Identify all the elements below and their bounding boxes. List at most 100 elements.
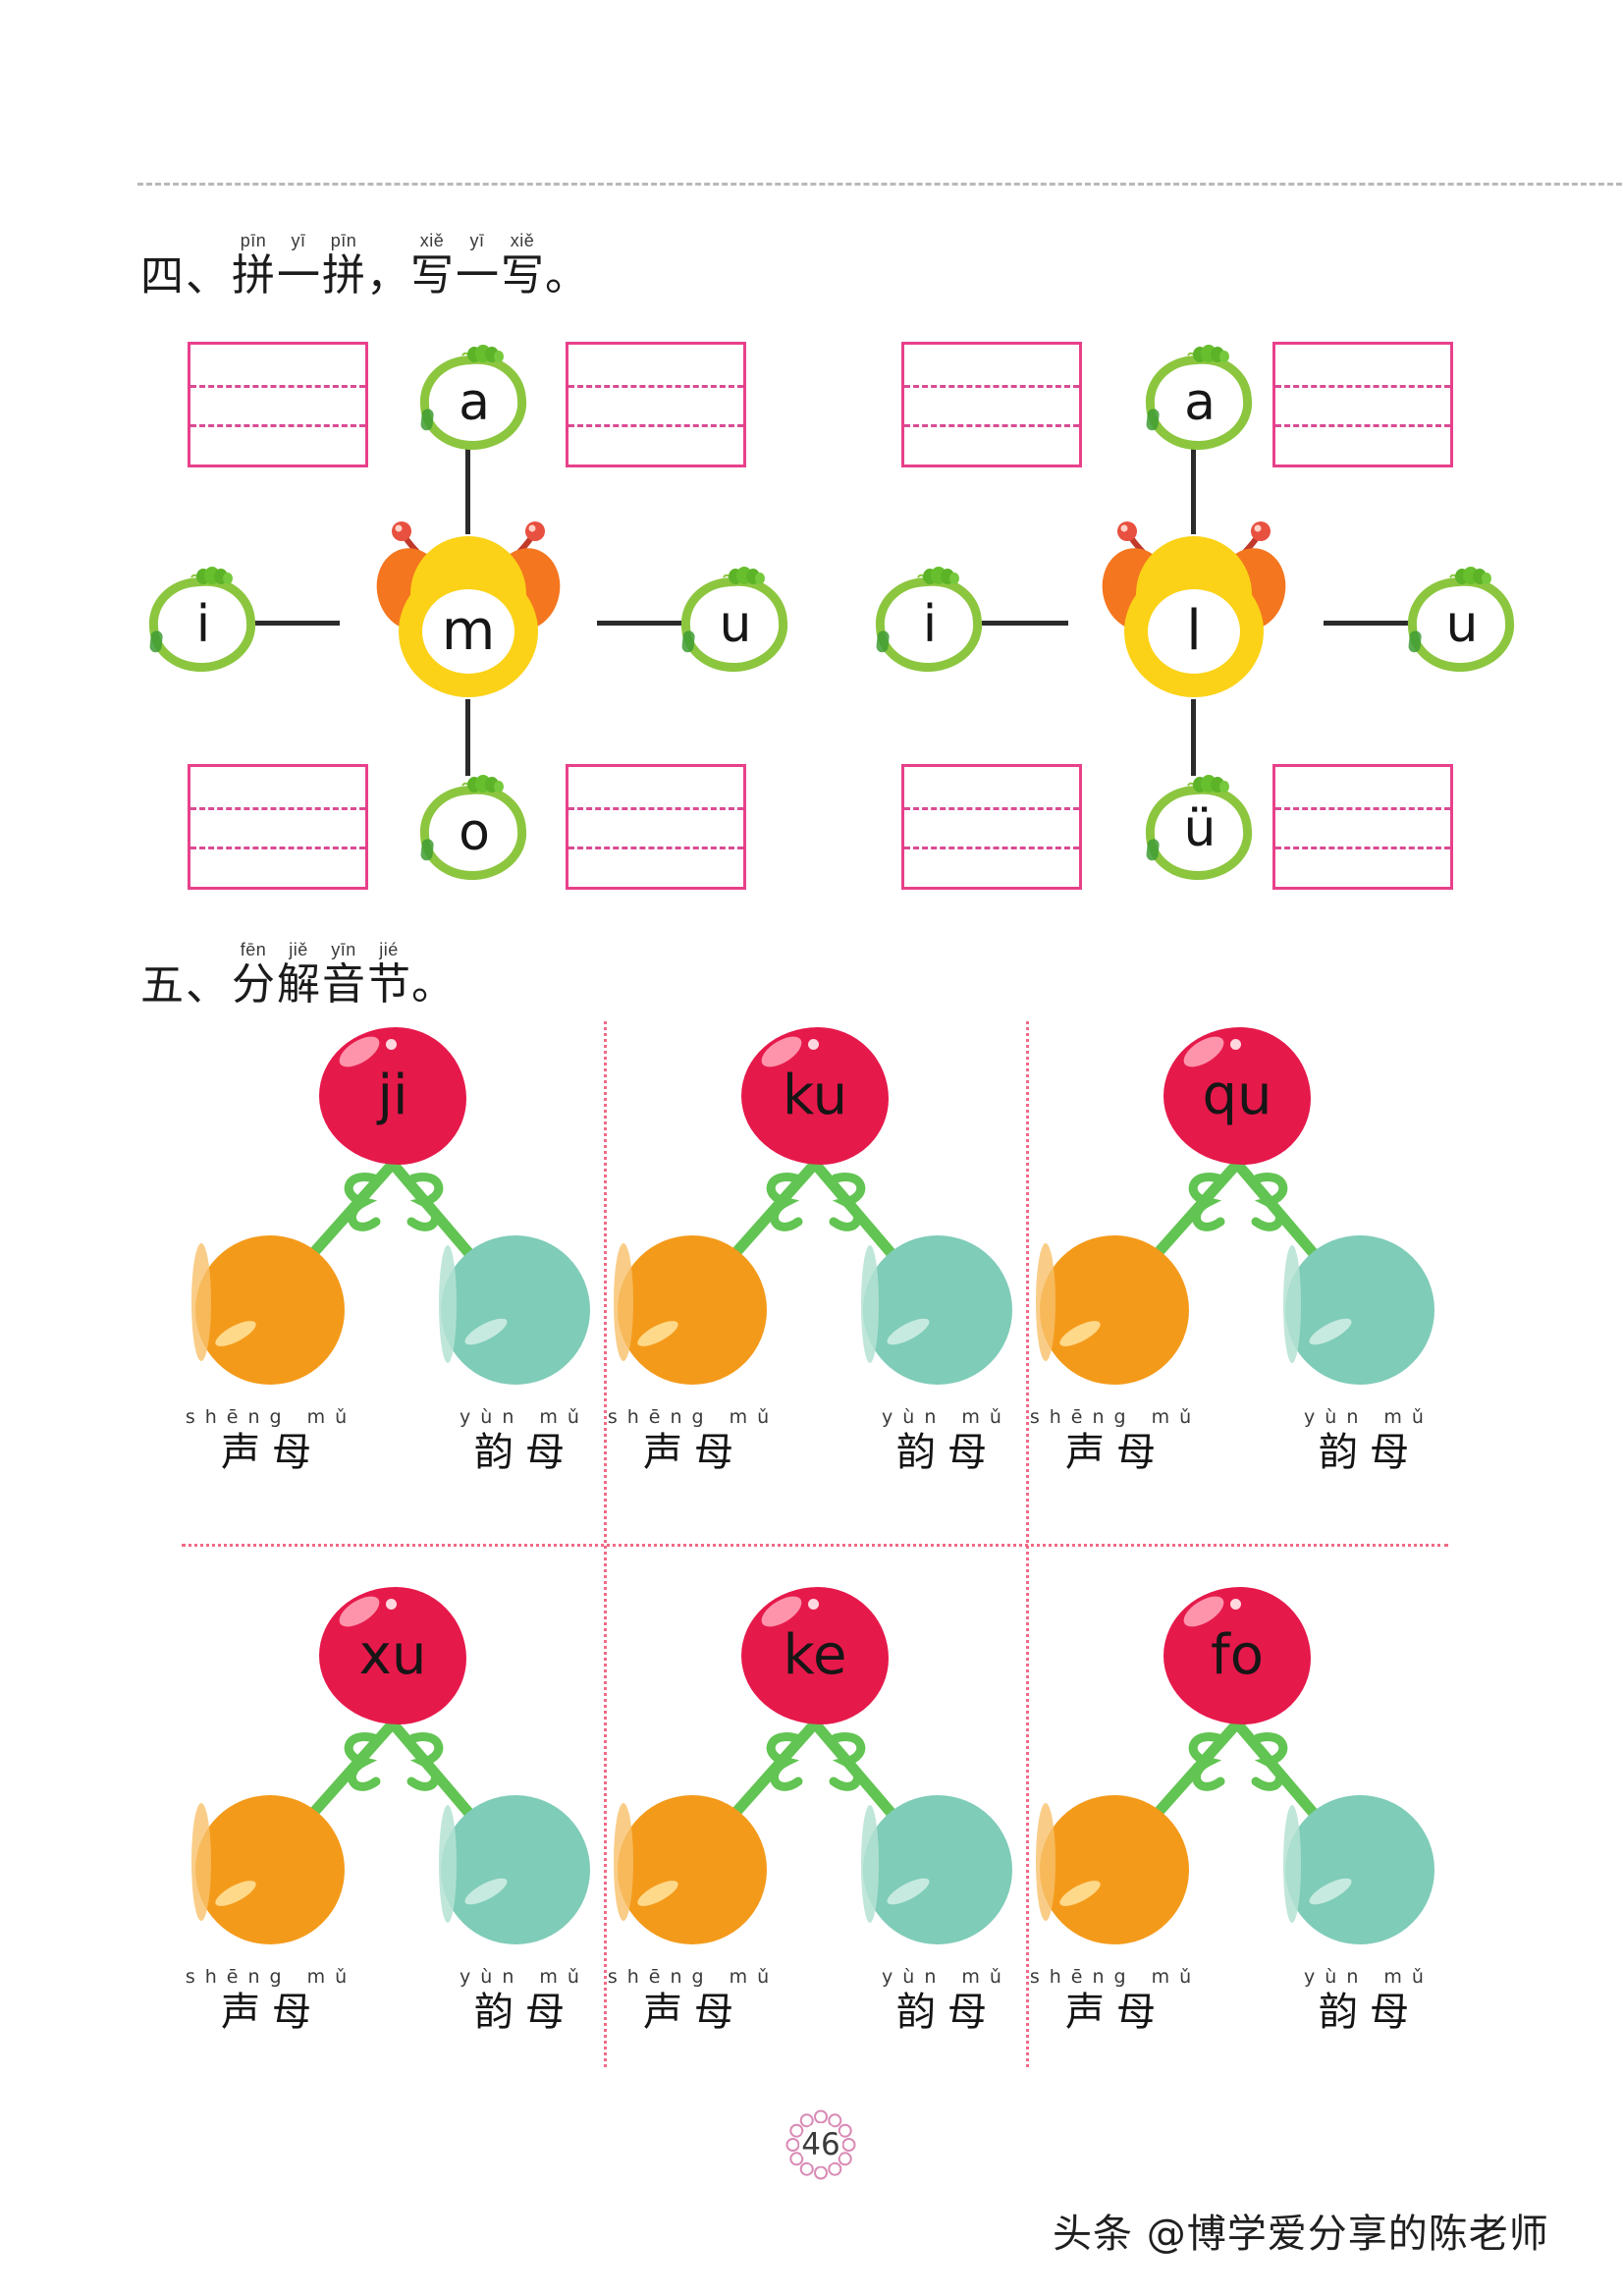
hanzi: 写 xyxy=(410,250,454,301)
hanzi: 分 xyxy=(232,959,275,1010)
fruit-gloss xyxy=(1055,1316,1105,1351)
writing-box[interactable] xyxy=(901,764,1082,890)
hanzi: 韵母 xyxy=(896,1990,999,2035)
hanzi: 韵母 xyxy=(1319,1990,1421,2035)
hanzi: 韵母 xyxy=(474,1430,576,1475)
connector-vertical xyxy=(1191,699,1196,776)
syllable-berry: qu xyxy=(1163,1027,1311,1165)
pinyin: yùn mǔ xyxy=(460,1966,589,1988)
final-fruit[interactable] xyxy=(861,1235,1012,1385)
label-final: yùn mǔ 韵母 xyxy=(843,1966,1040,2037)
syllable-berry: fo xyxy=(1163,1587,1311,1724)
pinyin: yùn mǔ xyxy=(460,1406,589,1428)
ruby-char: jiě 解 xyxy=(277,940,320,1008)
hanzi: 一 xyxy=(277,250,320,301)
section-5-index: 五、 xyxy=(140,960,231,1011)
fruit-gloss xyxy=(884,1313,933,1350)
period: 。 xyxy=(411,959,455,1010)
hanzi: 韵母 xyxy=(1319,1430,1421,1475)
syllable-cell: fo shēng mǔ 声母 yùn mǔ 韵母 xyxy=(1026,1581,1448,2104)
final-fruit[interactable] xyxy=(1283,1795,1434,1944)
caterpillar-icon xyxy=(1187,775,1229,793)
connector-vertical xyxy=(465,448,470,534)
fruit-gloss xyxy=(211,1876,260,1911)
connector-vertical xyxy=(465,699,470,776)
final-fruit[interactable] xyxy=(439,1795,590,1944)
hanzi: 韵母 xyxy=(474,1990,576,2035)
section-4-heading: 四、 pīn 拼 yī 一 pīn 拼 ， xiě 写 yī 一 xiě 写 。 xyxy=(140,231,588,301)
letter-bubble-top: a xyxy=(1142,345,1258,456)
syllable-cell: ji shēng mǔ 声母 yùn mǔ 韵母 xyxy=(182,1021,604,1544)
fruit-edge xyxy=(1283,1805,1301,1923)
letter-bubble-left: i xyxy=(872,567,988,678)
letter-bubble-right: u xyxy=(1404,567,1520,678)
writing-box[interactable] xyxy=(566,342,746,467)
pinyin: shēng mǔ xyxy=(185,1406,357,1428)
final-fruit[interactable] xyxy=(439,1235,590,1385)
writing-box[interactable] xyxy=(901,342,1082,467)
comma: ， xyxy=(366,250,409,301)
guide-line xyxy=(568,424,743,428)
watermark-text: 头条 @博学爱分享的陈老师 xyxy=(1053,2212,1549,2257)
fruit-plant: ke shēng mǔ 声母 yùn mǔ 韵母 xyxy=(604,1581,1026,2035)
ruby-char: yī 一 xyxy=(456,231,499,299)
page-number-text: 46 xyxy=(801,2127,840,2162)
connector-vertical xyxy=(1191,448,1196,534)
guide-line xyxy=(190,806,365,810)
hanzi: 写 xyxy=(501,250,544,301)
label-initial: shēng mǔ 声母 xyxy=(590,1966,786,2037)
initial-fruit[interactable] xyxy=(191,1235,345,1385)
initial-fruit[interactable] xyxy=(191,1795,345,1944)
fruit-edge xyxy=(439,1245,457,1363)
pinyin: xiě xyxy=(510,231,535,250)
guide-line xyxy=(1275,424,1450,428)
caterpillar-icon xyxy=(723,567,765,584)
initial-fruit[interactable] xyxy=(614,1235,767,1385)
guide-line xyxy=(190,384,365,388)
pinyin: yùn mǔ xyxy=(882,1406,1011,1428)
hanzi: 声母 xyxy=(221,1430,323,1475)
caterpillar-icon xyxy=(461,345,504,362)
fruit-gloss xyxy=(1306,1873,1355,1910)
writing-box[interactable] xyxy=(188,764,368,890)
ruby-char: xiě 写 xyxy=(501,231,544,301)
final-fruit[interactable] xyxy=(861,1795,1012,1944)
writing-box[interactable] xyxy=(1272,764,1453,890)
syllable-cell: xu shēng mǔ 声母 yùn mǔ 韵母 xyxy=(182,1581,604,2104)
initial-fruit[interactable] xyxy=(1036,1795,1189,1944)
label-final: yùn mǔ 韵母 xyxy=(421,1406,618,1477)
fruit-edge xyxy=(1283,1245,1301,1363)
initial-fruit[interactable] xyxy=(614,1795,767,1944)
label-initial: shēng mǔ 声母 xyxy=(1012,1966,1209,2037)
pinyin: xiě xyxy=(419,231,445,250)
writing-box[interactable] xyxy=(566,764,746,890)
label-final: yùn mǔ 韵母 xyxy=(843,1406,1040,1477)
letter-bubble-right: u xyxy=(677,567,793,678)
pinyin: yī xyxy=(291,231,306,250)
fruit-edge xyxy=(861,1245,879,1363)
fruit-plant: qu shēng mǔ 声母 yùn mǔ 韵母 xyxy=(1026,1021,1448,1475)
top-dashed-rule xyxy=(137,183,1623,186)
fruit-gloss xyxy=(1055,1876,1105,1911)
connector-horizontal xyxy=(597,621,683,626)
grid-divider-vertical xyxy=(604,1021,607,2067)
hanzi: 韵母 xyxy=(896,1430,999,1475)
berry-highlight-dot xyxy=(386,1599,397,1610)
final-fruit[interactable] xyxy=(1283,1235,1434,1385)
hanzi: 声母 xyxy=(1065,1430,1167,1475)
syllable-decompose-grid: ji shēng mǔ 声母 yùn mǔ 韵母 xyxy=(182,1021,1448,2067)
fruit-plant: ji shēng mǔ 声母 yùn mǔ 韵母 xyxy=(182,1021,604,1475)
writing-box[interactable] xyxy=(1272,342,1453,467)
fruit-plant: ku shēng mǔ 声母 yùn mǔ 韵母 xyxy=(604,1021,1026,1475)
berry-highlight-dot xyxy=(808,1599,819,1610)
letter-bubble-top: a xyxy=(416,345,532,456)
syllable-berry: ke xyxy=(741,1587,889,1724)
label-initial: shēng mǔ 声母 xyxy=(590,1406,786,1477)
fruit-gloss xyxy=(1306,1313,1355,1350)
center-letter: l xyxy=(1186,599,1202,663)
writing-box[interactable] xyxy=(188,342,368,467)
pinyin: yùn mǔ xyxy=(1304,1406,1434,1428)
label-initial: shēng mǔ 声母 xyxy=(1012,1406,1209,1477)
initial-fruit[interactable] xyxy=(1036,1235,1189,1385)
caterpillar-icon xyxy=(190,567,233,584)
